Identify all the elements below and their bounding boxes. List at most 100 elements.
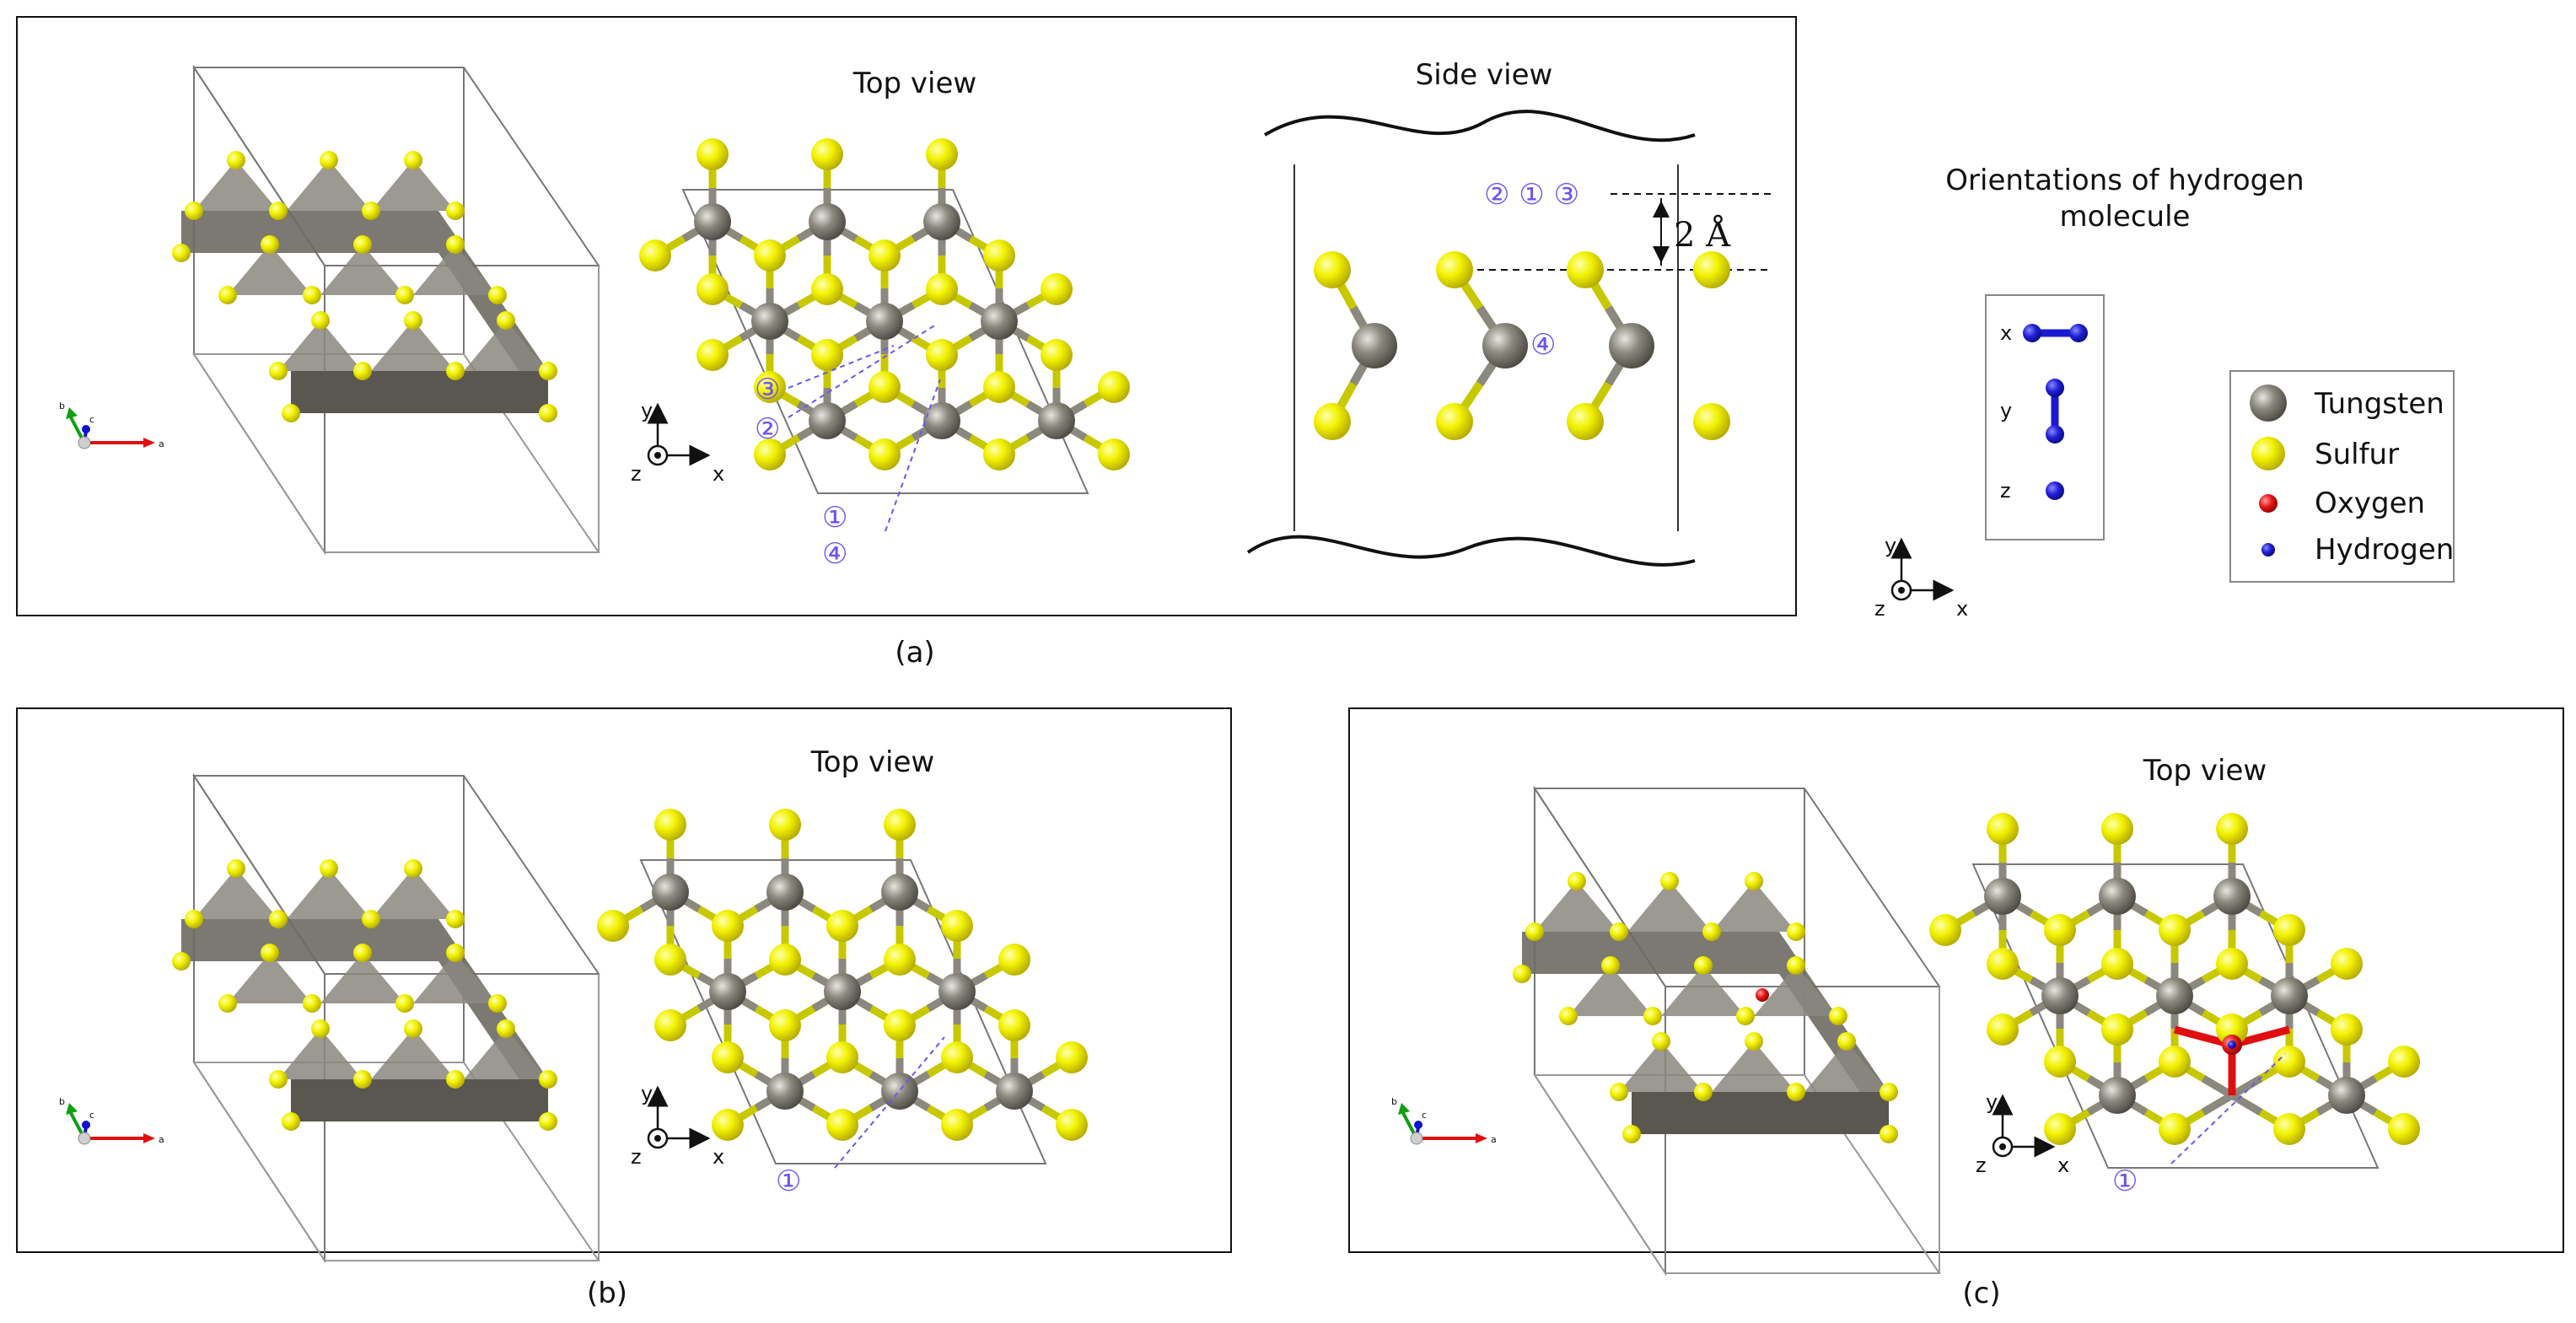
sulfur-atom: [1513, 965, 1531, 983]
distance-label: 2 Å: [1674, 215, 1731, 255]
panel-b-frame: [16, 707, 1232, 1253]
sulfur-atom: [654, 1009, 686, 1041]
sulfur-atom: [446, 362, 465, 380]
tungsten-atom: [652, 874, 689, 911]
sulfur-atom: [2101, 948, 2133, 980]
legend-sulfur-label: Sulfur: [2315, 438, 2399, 471]
sulfur-atom: [539, 404, 557, 422]
sulfur-atom: [712, 910, 744, 942]
sulfur-atom: [2331, 948, 2363, 980]
sulfur-atom: [926, 138, 958, 170]
sulfur-atom: [926, 273, 958, 305]
sulfur-atom: [597, 910, 629, 942]
sulfur-atom: [998, 944, 1030, 976]
svg-text:c: c: [1422, 1110, 1427, 1121]
sulfur-atom: [2101, 813, 2133, 845]
structure-3d-a: [172, 64, 600, 556]
sulfur-atom: [2216, 1014, 2248, 1046]
sulfur-atom: [172, 952, 191, 971]
sulfur-atom: [639, 239, 671, 272]
sulfur-atom: [353, 235, 372, 254]
tungsten-atom: [751, 303, 788, 340]
svg-text:z: z: [1874, 597, 1885, 621]
sulfur-atom: [218, 286, 237, 304]
sulfur-atom: [884, 944, 916, 976]
sulfur-atom: [2216, 948, 2248, 980]
svg-text:x: x: [2000, 321, 2012, 345]
sulfur-atom: [539, 362, 557, 380]
xyz-axes-b: y x z: [631, 1082, 724, 1169]
sulfur-atom: [926, 339, 958, 371]
sulfur-atom: [1987, 813, 2019, 845]
sulfur-atom: [185, 910, 203, 928]
svg-text:y: y: [641, 1082, 653, 1105]
tungsten-atom: [881, 874, 918, 911]
sulfur-atom: [1693, 403, 1730, 440]
sulfur-atom: [1643, 1007, 1662, 1025]
sulfur-atom: [395, 994, 414, 1013]
sulfur-atom: [1880, 1083, 1898, 1101]
site-annotations-a: ③ ② ① ④: [755, 324, 941, 571]
sulfur-atom: [983, 371, 1015, 403]
orientations-title-2: molecule: [2060, 200, 2191, 234]
sulfur-atom: [869, 438, 901, 471]
orientation-y: y: [2000, 379, 2064, 444]
svg-text:a: a: [159, 1134, 164, 1145]
tungsten-atom: [2041, 977, 2079, 1014]
sulfur-atom: [362, 910, 380, 928]
sulfur-atom: [1567, 251, 1604, 288]
sulfur-atom: [269, 362, 288, 380]
sulfur-atom: [311, 311, 330, 330]
svg-text:b: b: [59, 1096, 65, 1107]
sulfur-atom: [1041, 339, 1073, 371]
caption-a: (a): [895, 636, 934, 670]
xyz-axes-orientation: y x z: [1874, 534, 1968, 621]
sulfur-atom: [1568, 872, 1586, 890]
sulfur-atom: [497, 1019, 515, 1038]
legend-tungsten-label: Tungsten: [2314, 387, 2444, 421]
site-1-label-b: ①: [776, 1164, 801, 1198]
svg-text:z: z: [2000, 479, 2011, 503]
sulfur-atom: [1436, 251, 1473, 288]
tungsten-atom: [996, 1073, 1033, 1110]
sulfur-atom: [941, 1109, 973, 1141]
sulfur-atom: [1098, 438, 1130, 471]
sulfur-atom: [1056, 1109, 1088, 1141]
site-1-label-c: ①: [2112, 1164, 2138, 1198]
sulfur-atom: [2159, 1113, 2191, 1145]
sulfur-atom: [446, 235, 465, 254]
legend: Tungsten Sulfur Oxygen Hydrogen: [2229, 370, 2455, 583]
sulfur-atom: [654, 944, 686, 976]
sulfur-atom: [2044, 1046, 2076, 1078]
sulfur-atom: [539, 1070, 557, 1089]
sulfur-atom: [269, 202, 288, 220]
svg-text:a: a: [159, 438, 164, 449]
sulfur-atom: [2044, 1113, 2076, 1145]
site-annotations-b: ①: [776, 1036, 945, 1198]
sulfur-atom: [2101, 1014, 2133, 1046]
tungsten-atom: [1352, 323, 1397, 368]
caption-c: (c): [1962, 1277, 2000, 1310]
sulfur-atom: [269, 1070, 288, 1089]
tungsten-atom: [2271, 977, 2308, 1014]
tungsten-atom: [866, 303, 903, 340]
sulfur-atom: [1787, 922, 1805, 941]
sulfur-atom: [869, 239, 901, 272]
svg-text:z: z: [1976, 1154, 1987, 1177]
sulfur-atom: [696, 339, 729, 371]
sulfur-atom: [261, 235, 279, 254]
sulfur-atom: [311, 1019, 330, 1038]
legend-tungsten-marker: [2250, 385, 2287, 422]
sulfur-atom: [1987, 948, 2019, 980]
site-annotations-c: ①: [2112, 1053, 2286, 1198]
sulfur-atom: [282, 404, 300, 422]
sulfur-atom: [185, 202, 203, 220]
xyz-axes-a: y x z: [631, 399, 724, 486]
sulfur-atom: [269, 910, 288, 928]
orientation-x: x: [2000, 321, 2088, 345]
tungsten-atom: [1609, 323, 1654, 368]
sulfur-atom: [227, 151, 245, 169]
caption-b: (b): [587, 1277, 627, 1310]
legend-oxygen-marker: [2259, 494, 2278, 513]
sulfur-atom: [446, 944, 465, 962]
